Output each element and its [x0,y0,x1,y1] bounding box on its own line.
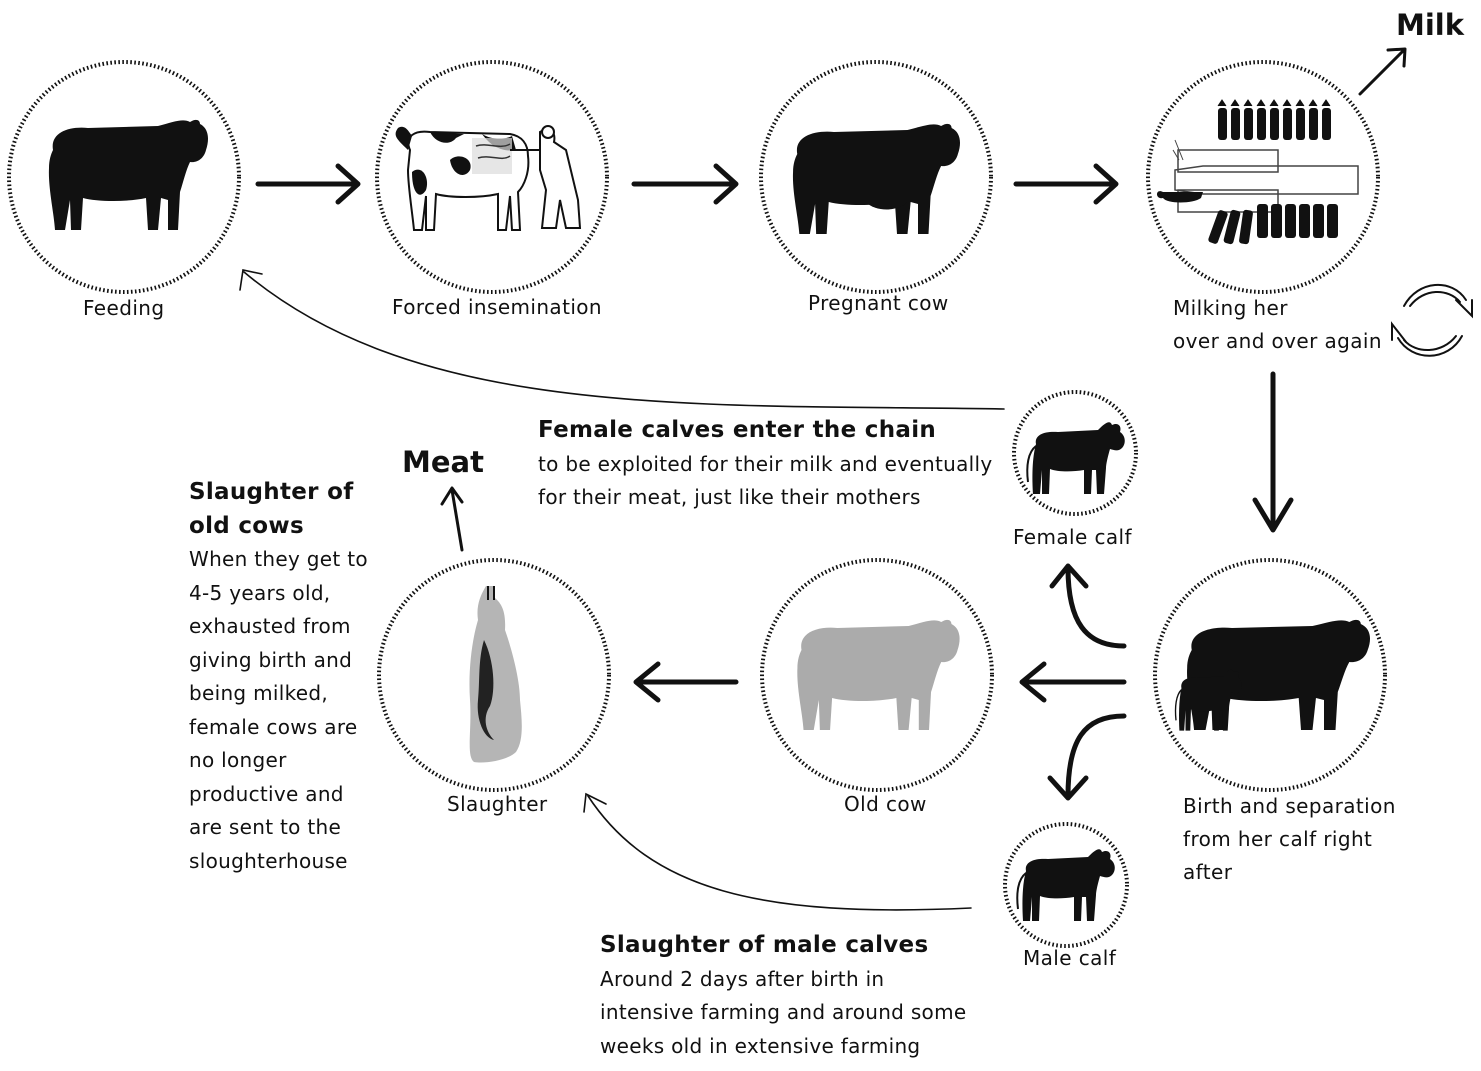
arrow-insemination-to-pregnant [631,163,739,205]
female-calf-icon [1026,421,1126,495]
label-female-calf: Female calf [1013,525,1132,549]
stage-circle-feeding [7,60,241,294]
milking-parlor-icon [1157,99,1359,245]
label-milking-line2: over and over again [1173,329,1382,353]
label-birth-line3: after [1183,860,1233,884]
note-old-cows-line: exhausted from [189,614,351,638]
note-old-cows-line: productive and [189,781,344,806]
label-old-cow: Old cow [844,792,927,816]
note-male-line: Around 2 days after birth in [600,966,885,991]
note-male-line: weeks old in extensive farming [600,1033,921,1058]
old-cow-icon [797,619,960,730]
arrow-male-calf-to-slaughter [583,792,972,911]
arrow-birth-to-female-calf [1049,563,1127,649]
insemination-illustration-icon [395,125,582,231]
note-female-title: Female calves enter the chain [538,417,937,443]
label-slaughter: Slaughter [447,792,548,816]
label-birth-line1: Birth and separation [1183,794,1396,818]
note-male-line: intensive farming and around some [600,1000,967,1024]
note-old-cows-line: 4-5 years old, [189,580,331,605]
note-female-line: for their meat, just like their mothers [538,485,921,509]
stage-circle-pregnant [759,60,993,294]
note-old-cows-line: giving birth and [189,647,353,672]
note-male-calves: Slaughter of male calves Around 2 days a… [600,929,966,1063]
stage-circle-birth [1153,558,1387,792]
arrow-old-cow-to-slaughter [633,661,739,703]
label-birth-line2: from her calf right [1183,827,1373,851]
note-old-cows-line: no longer [189,748,287,772]
note-old-cows-line: sloughterhouse [189,848,348,873]
label-feeding: Feeding [83,296,165,320]
label-pregnant-cow: Pregnant cow [808,291,949,315]
note-male-title: Slaughter of male calves [600,932,929,958]
arrow-birth-to-old-cow [1019,661,1127,703]
stage-circle-male-calf [1003,822,1129,948]
cow-and-calf-icon [1174,619,1370,732]
label-male-calf: Male calf [1023,946,1117,970]
note-old-cows-line: female cows are [189,714,358,739]
note-old-cows-line: are sent to the [189,815,342,839]
arrow-pregnant-to-milking [1013,163,1119,205]
stage-circle-insemination [375,60,609,294]
label-insemination: Forced insemination [392,295,603,319]
stage-circle-old-cow [760,558,994,792]
cow-silhouette-icon [48,119,208,231]
stage-circle-milking [1146,60,1380,294]
arrow-to-meat [440,486,464,552]
note-old-cows-title: old cows [189,512,304,539]
stage-circle-slaughter [377,558,611,792]
pregnant-cow-icon [792,123,960,235]
arrow-birth-to-male-calf [1047,713,1127,801]
output-meat: Meat [402,445,484,479]
male-calf-icon [1016,848,1116,922]
note-old-cows-line: When they get to [189,547,368,571]
label-milking-line1: Milking her [1173,296,1288,320]
note-female-line: to be exploited for their milk and event… [538,451,993,476]
note-old-cows: Slaughter of old cows When they get to 4… [189,476,368,878]
note-female-calves: Female calves enter the chain to be expl… [538,414,993,515]
carcass-icon [469,586,522,763]
arrow-milking-to-birth [1252,371,1294,533]
note-old-cows-title: Slaughter of [189,479,354,505]
output-milk: Milk [1396,8,1465,42]
cycle-arrows-icon [1391,284,1473,357]
arrow-female-calf-to-feeding [239,269,1005,410]
arrow-feeding-to-insemination [255,163,361,205]
arrow-to-milk [1358,47,1407,96]
note-old-cows-line: being milked, [189,681,329,705]
stage-circle-female-calf [1012,390,1138,516]
